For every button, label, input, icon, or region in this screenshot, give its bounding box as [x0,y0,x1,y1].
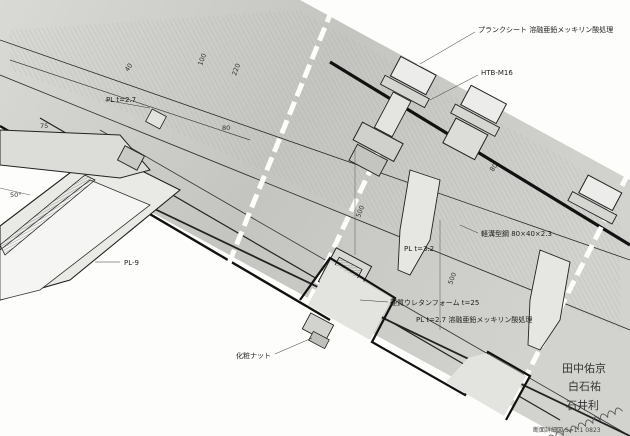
decor-nut-shape [301,312,335,350]
left-bolt-head [145,108,167,130]
dim-100: 100 [196,52,208,66]
beam-edge-2 [9,59,251,141]
left-flange [0,129,151,179]
label-pl9: PL-9 [124,259,139,267]
bolt-assembly-1 [348,55,437,177]
label-urethane: 硬質ウレタンフォーム t=25 [390,298,479,307]
leader-urethane [359,299,389,303]
label-pl32: PL t=3.2 [404,245,434,253]
leader-channel [459,224,479,234]
left-nut [116,145,146,171]
dim-40: 40 [123,62,134,73]
leader-plank [419,31,476,65]
leader-decor-nut [274,337,313,355]
dim-80a: 80 [222,124,230,132]
dim-500a: 500 [354,204,366,218]
label-pl27-bottom: PL t=2.7 溶融亜鉛メッキリン酸処理 [416,315,532,324]
handwriting-line-3: 石井利 [566,398,599,412]
label-channel: 軽溝型鋼 80×40×2.3 [481,229,552,238]
beam-edge-1 [0,74,630,331]
leader-htb [429,74,479,101]
tapered-bolt-1 [397,169,441,276]
bottom-channel [299,256,532,421]
label-plank-sheet: プランクシート 溶融亜鉛メッキリン酸処理 [478,25,613,34]
label-htb: HTB-M16 [481,69,513,77]
bolt-assembly-3 [567,174,623,225]
label-pl27-left: PL t=2.7 [106,96,136,104]
dim-line-angle [0,187,31,196]
dim-angle-50: 50° [10,191,22,199]
bolt-assembly-2 [442,84,508,161]
title-block: 断面詳細図 S=1:1 0823 [533,426,601,434]
beam-hatching [10,10,620,330]
dim-500b: 500 [446,271,458,285]
plank-sheet-top [329,60,630,247]
dim-80b: 80 [488,162,499,173]
label-decor-nut: 化粧ナット [236,351,271,360]
urethane-foam-band [510,407,623,436]
left-hatched-member [0,174,96,256]
bottom-channel-fill-2 [446,353,526,416]
plank-sheet-line [0,39,630,261]
handwriting-line-1: 田中佑京 [562,361,606,375]
tapered-bolt-2 [527,249,571,351]
dim-220: 220 [230,62,242,76]
break-line-1 [211,0,339,301]
leader-pl27 [104,99,151,109]
bottom-channel-fill [308,262,392,340]
dim-75: 75 [40,122,48,130]
handwriting-line-2: 白石祐 [568,379,601,393]
